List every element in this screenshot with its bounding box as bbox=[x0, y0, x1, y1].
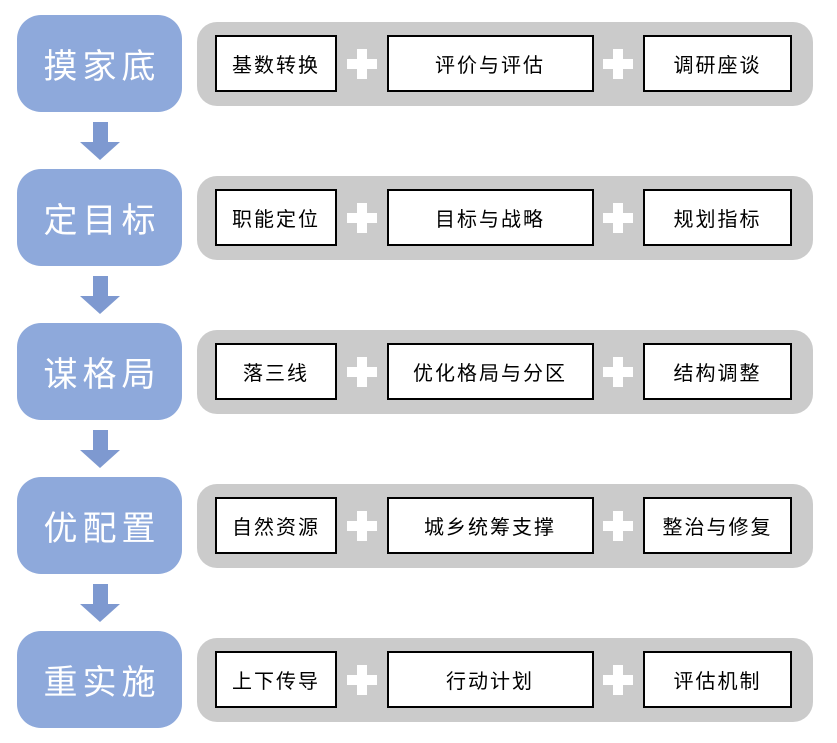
step-box: 基数转换 bbox=[215, 35, 337, 92]
step-label: 评价与评估 bbox=[435, 55, 545, 77]
stage-box-3: 谋格局 bbox=[17, 323, 182, 420]
arrow-row-2 bbox=[17, 266, 837, 323]
plus-separator bbox=[594, 202, 644, 233]
step-box: 整治与修复 bbox=[643, 497, 792, 554]
step-box: 评估机制 bbox=[643, 651, 792, 708]
stage-box-5: 重实施 bbox=[17, 631, 182, 728]
plus-icon bbox=[346, 664, 377, 695]
step-box: 城乡统筹支撑 bbox=[386, 497, 594, 554]
step-box: 职能定位 bbox=[215, 189, 337, 246]
step-label: 结构调整 bbox=[673, 363, 762, 385]
stage-row-5: 重实施 上下传导 行动计划 评估机制 bbox=[17, 631, 837, 728]
step-label: 评估机制 bbox=[673, 671, 762, 693]
stage-label: 优配置 bbox=[43, 510, 161, 548]
plus-icon bbox=[346, 356, 377, 387]
plus-separator bbox=[594, 510, 644, 541]
steps-bar-2: 职能定位 目标与战略 规划指标 bbox=[197, 175, 813, 260]
down-arrow-icon bbox=[80, 583, 120, 622]
plus-separator bbox=[594, 664, 644, 695]
stage-box-2: 定目标 bbox=[17, 169, 182, 266]
step-box: 落三线 bbox=[215, 343, 337, 400]
plus-icon bbox=[346, 510, 377, 541]
steps-bar-3: 落三线 优化格局与分区 结构调整 bbox=[197, 329, 813, 414]
step-label: 行动计划 bbox=[446, 671, 534, 693]
step-box: 优化格局与分区 bbox=[386, 343, 594, 400]
plus-separator bbox=[337, 48, 387, 79]
step-label: 落三线 bbox=[243, 363, 309, 385]
steps-bar-1: 基数转换 评价与评估 调研座谈 bbox=[197, 21, 813, 106]
plus-icon bbox=[346, 202, 377, 233]
step-label: 基数转换 bbox=[232, 55, 320, 77]
stage-label: 重实施 bbox=[43, 664, 161, 702]
steps-bar-5: 上下传导 行动计划 评估机制 bbox=[197, 637, 813, 722]
stage-row-2: 定目标 职能定位 目标与战略 规划指标 bbox=[17, 169, 837, 266]
stage-label: 定目标 bbox=[43, 202, 161, 240]
plus-icon bbox=[603, 664, 634, 695]
plus-icon bbox=[603, 510, 634, 541]
plus-icon bbox=[603, 356, 634, 387]
stage-row-1: 摸家底 基数转换 评价与评估 调研座谈 bbox=[17, 15, 837, 112]
step-box: 自然资源 bbox=[215, 497, 337, 554]
stage-box-1: 摸家底 bbox=[17, 15, 182, 112]
plus-separator bbox=[594, 356, 644, 387]
plus-separator bbox=[337, 202, 387, 233]
step-box: 规划指标 bbox=[643, 189, 792, 246]
step-box: 评价与评估 bbox=[386, 35, 594, 92]
step-label: 上下传导 bbox=[232, 671, 320, 693]
arrow-row-3 bbox=[17, 420, 837, 477]
down-arrow-icon bbox=[80, 429, 120, 468]
plus-separator bbox=[337, 356, 387, 387]
step-label: 优化格局与分区 bbox=[413, 363, 567, 385]
step-box: 上下传导 bbox=[215, 651, 337, 708]
step-box: 目标与战略 bbox=[386, 189, 594, 246]
step-label: 职能定位 bbox=[232, 209, 320, 231]
down-arrow-icon bbox=[80, 275, 120, 314]
plus-icon bbox=[603, 48, 634, 79]
step-box: 行动计划 bbox=[386, 651, 594, 708]
stage-row-3: 谋格局 落三线 优化格局与分区 结构调整 bbox=[17, 323, 837, 420]
arrow-row-1 bbox=[17, 112, 837, 169]
stage-box-4: 优配置 bbox=[17, 477, 182, 574]
step-label: 调研座谈 bbox=[673, 55, 762, 77]
plus-icon bbox=[346, 48, 377, 79]
step-label: 城乡统筹支撑 bbox=[424, 517, 556, 539]
step-label: 规划指标 bbox=[673, 209, 762, 231]
step-label: 整治与修复 bbox=[662, 517, 773, 539]
down-arrow-icon bbox=[80, 121, 120, 160]
plus-icon bbox=[603, 202, 634, 233]
stage-label: 谋格局 bbox=[43, 356, 161, 394]
step-box: 结构调整 bbox=[643, 343, 792, 400]
stage-row-4: 优配置 自然资源 城乡统筹支撑 整治与修复 bbox=[17, 477, 837, 574]
step-box: 调研座谈 bbox=[643, 35, 792, 92]
step-label: 自然资源 bbox=[232, 517, 320, 539]
steps-bar-4: 自然资源 城乡统筹支撑 整治与修复 bbox=[197, 483, 813, 568]
plus-separator bbox=[594, 48, 644, 79]
stage-label: 摸家底 bbox=[43, 48, 161, 86]
plus-separator bbox=[337, 510, 387, 541]
arrow-row-4 bbox=[17, 574, 837, 631]
plus-separator bbox=[337, 664, 387, 695]
step-label: 目标与战略 bbox=[435, 209, 545, 231]
